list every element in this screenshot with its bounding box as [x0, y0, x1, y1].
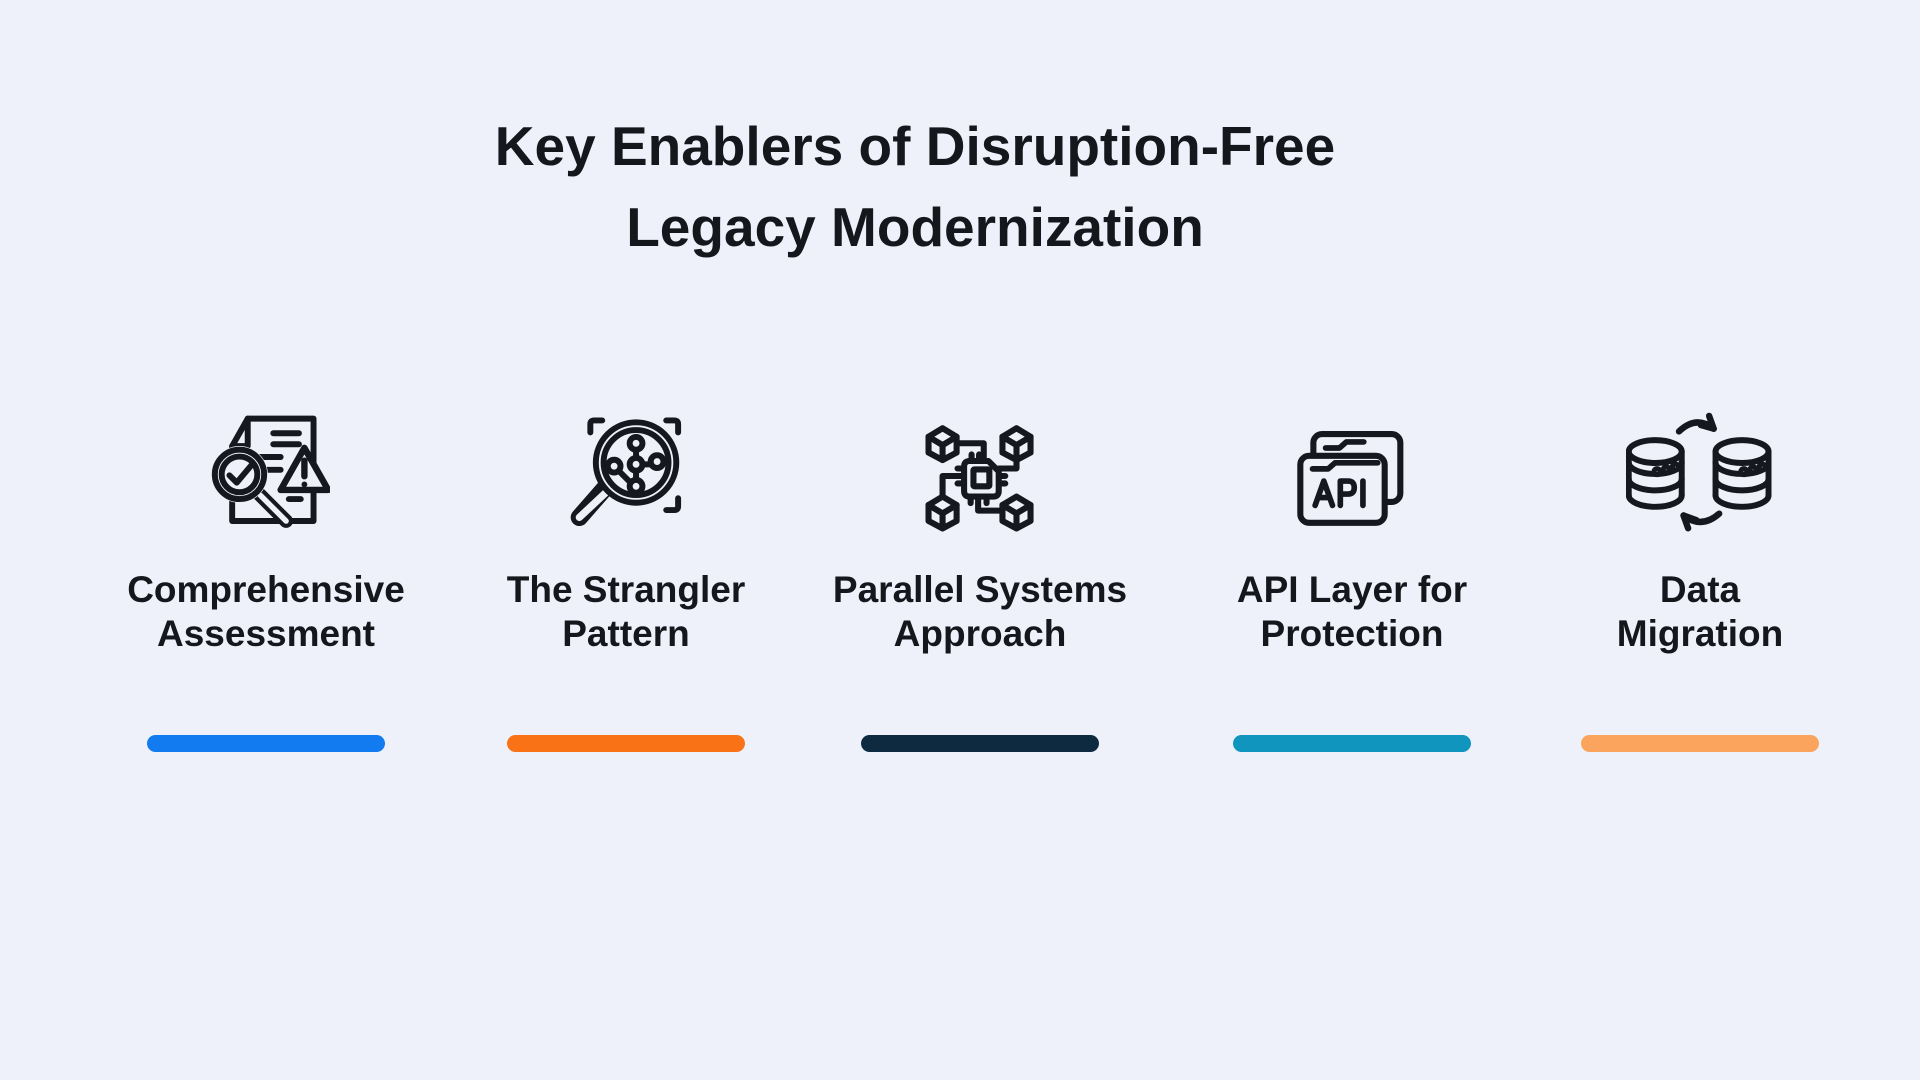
assessment-document-icon [136, 398, 396, 538]
card-label-line: API Layer for [1236, 569, 1468, 610]
card-label-line: The Strangler [506, 569, 746, 610]
card-label-line: Protection [1260, 613, 1444, 655]
accent-bar-blue [147, 735, 385, 752]
accent-bar-orange [507, 735, 745, 752]
card-label-line: Assessment [156, 613, 375, 655]
card-label-line: Parallel Systems [832, 569, 1128, 610]
card-api-layer: API Layer for Protection [1222, 398, 1482, 770]
card-label-line: Approach [893, 613, 1067, 655]
card-data-migration: Data Migration [1570, 398, 1830, 770]
card-label: Comprehensive Assessment [86, 568, 446, 657]
card-label: The Strangler Pattern [446, 568, 806, 657]
accent-bar-navy [861, 735, 1099, 752]
page-title: Key Enablers of Disruption-Free Legacy M… [0, 106, 1830, 268]
card-label-line: Comprehensive [127, 569, 405, 610]
parallel-systems-icon [850, 398, 1110, 538]
data-migration-icon [1570, 398, 1830, 538]
api-window-icon [1222, 398, 1482, 538]
page-title-line2: Legacy Modernization [626, 195, 1204, 258]
card-label-line: Migration [1616, 613, 1784, 655]
accent-bar-teal [1233, 735, 1471, 752]
accent-bar-light-orange [1581, 735, 1819, 752]
page-title-line1: Key Enablers of Disruption-Free [494, 115, 1336, 177]
card-strangler-pattern: The Strangler Pattern [496, 398, 756, 770]
strangler-magnifier-icon [496, 398, 756, 538]
card-label: Parallel Systems Approach [800, 568, 1160, 657]
card-label-line: Data [1659, 569, 1741, 610]
card-comprehensive-assessment: Comprehensive Assessment [127, 398, 405, 770]
card-label: API Layer for Protection [1172, 568, 1532, 657]
card-parallel-systems: Parallel Systems Approach [833, 398, 1127, 770]
card-label-line: Pattern [562, 613, 690, 655]
card-label: Data Migration [1520, 568, 1880, 657]
